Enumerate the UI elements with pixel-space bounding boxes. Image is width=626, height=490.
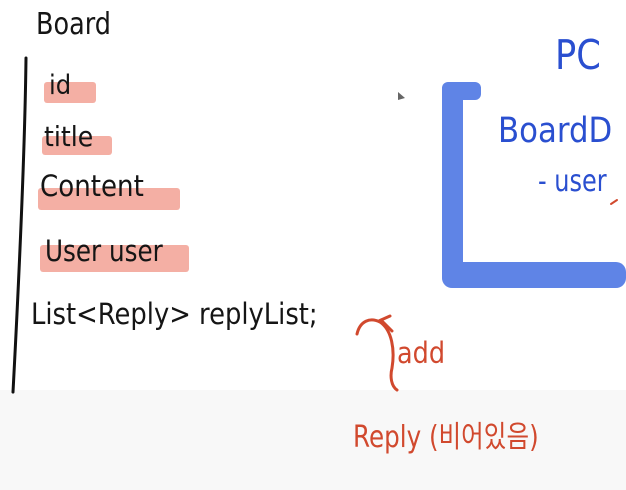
add-annotation: add [397, 336, 446, 370]
field-content: Content [40, 169, 144, 203]
board-dto-label: BoardD [498, 111, 613, 151]
field-id: id [49, 70, 72, 101]
title-highlight [42, 136, 112, 155]
pc-frame-top-cap [442, 82, 481, 100]
red-stroke-icon [610, 199, 618, 205]
pc-frame-left [442, 82, 463, 287]
pc-frame-bottom [442, 262, 626, 288]
left-bracket-line [11, 56, 28, 394]
reply-list-line: List<Reply> replyList; [31, 297, 318, 331]
user-field-label: - user [538, 164, 607, 199]
field-title: title [44, 120, 94, 153]
pc-label: PC [555, 31, 601, 79]
board-title: Board [36, 7, 111, 42]
user-highlight [40, 245, 189, 272]
reply-annotation: Reply (비어있음) [353, 420, 539, 455]
add-arrowhead-icon [378, 314, 394, 333]
bottom-shadow-band [0, 390, 626, 490]
add-arrow-icon [355, 318, 399, 392]
field-user: User user [45, 234, 163, 268]
id-highlight [44, 82, 96, 103]
cursor-pointer-icon [398, 92, 405, 100]
content-highlight [38, 188, 180, 210]
